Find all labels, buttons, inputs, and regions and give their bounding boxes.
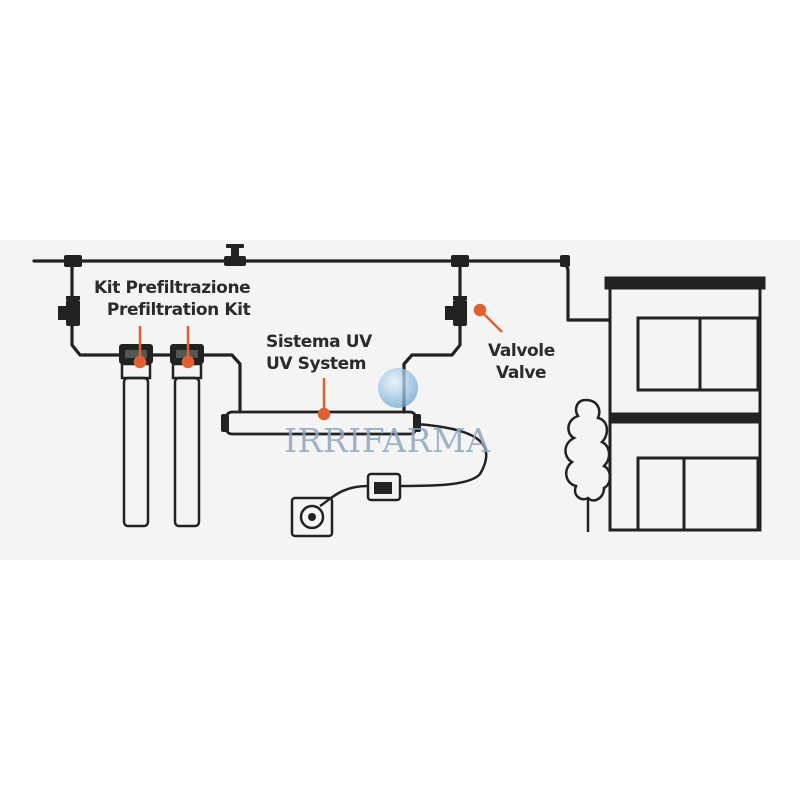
bypass-valve-icon [224,244,246,266]
tree-icon [564,398,612,532]
watermark-text: IRRIFARMA [284,421,491,460]
valve-marker [473,303,487,317]
valve-icon [445,296,467,326]
uv-label-line2: UV System [266,354,367,374]
elbow-fitting-icon [560,255,570,267]
power-outlet-icon [290,496,334,538]
prefiltration-kit-label: Kit Prefiltrazione Prefiltration Kit [94,277,251,321]
filter-outlet-pipe [203,353,242,414]
uv-system-label: Sistema UV UV System [266,331,372,375]
tee-fitting-icon [451,255,469,267]
house-icon [604,276,766,532]
prefilter-marker-2 [181,355,195,369]
prefiltration-label-line1: Kit Prefiltrazione [94,278,251,298]
prefilter-marker-1 [133,355,147,369]
uv-marker [317,407,331,421]
uv-label-line1: Sistema UV [266,332,372,352]
uv-cable [399,422,488,488]
tee-fitting-icon [64,255,82,267]
prefiltration-label-line2: Prefiltration Kit [106,300,251,320]
valve-label: Valvole Valve [488,340,555,384]
inlet-valve-icon [58,296,80,326]
power-cable [319,484,369,508]
watermark-logo-icon [378,368,418,408]
valve-label-line1: Valvole [488,341,555,361]
valve-label-line2: Valve [496,363,547,383]
